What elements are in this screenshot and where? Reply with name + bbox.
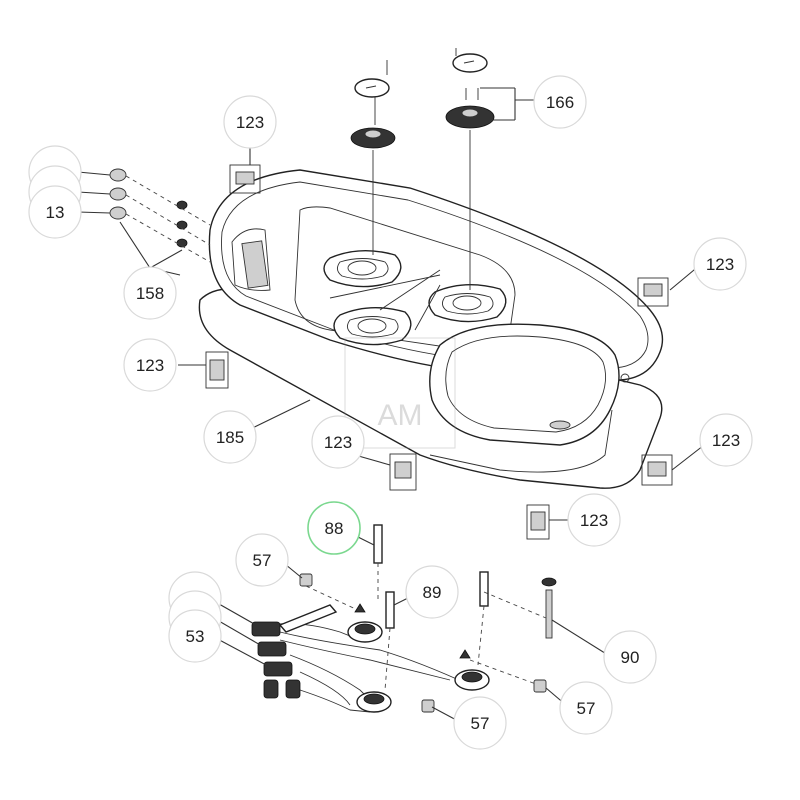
- callout-53-c: 53: [168, 609, 222, 663]
- valves-53: [251, 621, 301, 699]
- pan-support-mid: [333, 306, 412, 346]
- watermark-text: AM: [378, 399, 423, 432]
- callout-123-mid: 123: [311, 415, 365, 469]
- callout-123-rightlow: 123: [699, 413, 753, 467]
- electrode-88: [373, 524, 383, 600]
- clamp-mid: [389, 453, 417, 491]
- svg-text:123: 123: [324, 433, 352, 452]
- clamp-rightlow: [641, 454, 673, 486]
- hob-sink-body: [198, 169, 664, 489]
- callout-123-left: 123: [123, 338, 177, 392]
- pan-support-left: [323, 249, 402, 288]
- callout-185: 185: [203, 410, 257, 464]
- svg-text:123: 123: [236, 113, 264, 132]
- clamp-bottom: [526, 504, 550, 540]
- callout-166: 166: [533, 75, 587, 129]
- callout-158: 158: [123, 266, 177, 320]
- callout-57-mid: 57: [453, 696, 507, 750]
- callout-57-right: 57: [559, 681, 613, 735]
- burner-cups: [347, 621, 490, 713]
- svg-text:123: 123: [580, 511, 608, 530]
- svg-text:185: 185: [216, 428, 244, 447]
- svg-text:57: 57: [253, 551, 272, 570]
- burner-cap-parts: [350, 48, 495, 290]
- callout-123-bottom: 123: [567, 493, 621, 547]
- svg-text:88: 88: [325, 519, 344, 538]
- thermocouple-90: [483, 577, 557, 639]
- clamp-left: [205, 351, 229, 389]
- electrode-89: [384, 591, 395, 691]
- svg-text:13: 13: [46, 203, 65, 222]
- svg-text:166: 166: [546, 93, 574, 112]
- pan-support-right: [428, 283, 507, 323]
- svg-text:89: 89: [423, 583, 442, 602]
- callout-57-left: 57: [235, 533, 289, 587]
- nuts-57: [299, 573, 547, 713]
- svg-text:57: 57: [471, 714, 490, 733]
- electrode-center: [477, 571, 489, 666]
- callout-123-top: 123: [223, 95, 277, 149]
- clamp-brackets: [205, 164, 673, 540]
- svg-text:53: 53: [186, 627, 205, 646]
- callout-90: 90: [603, 630, 657, 684]
- svg-text:123: 123: [136, 356, 164, 375]
- callout-88: 88: [307, 501, 361, 555]
- svg-text:90: 90: [621, 648, 640, 667]
- callout-123-right: 123: [693, 237, 747, 291]
- svg-text:57: 57: [577, 699, 596, 718]
- svg-text:123: 123: [712, 431, 740, 450]
- watermark: AM: [344, 337, 456, 449]
- callout-13-c: 13: [28, 185, 82, 239]
- screws-13: [109, 168, 211, 263]
- svg-text:123: 123: [706, 255, 734, 274]
- callouts: 123 166 13 13 13 158 123 123 185 123 123…: [28, 75, 753, 750]
- svg-text:158: 158: [136, 284, 164, 303]
- leader-lines: [77, 87, 709, 723]
- gas-system: [251, 524, 557, 713]
- clamp-right: [637, 277, 669, 307]
- callout-89: 89: [405, 565, 459, 619]
- clamp-top: [229, 164, 261, 194]
